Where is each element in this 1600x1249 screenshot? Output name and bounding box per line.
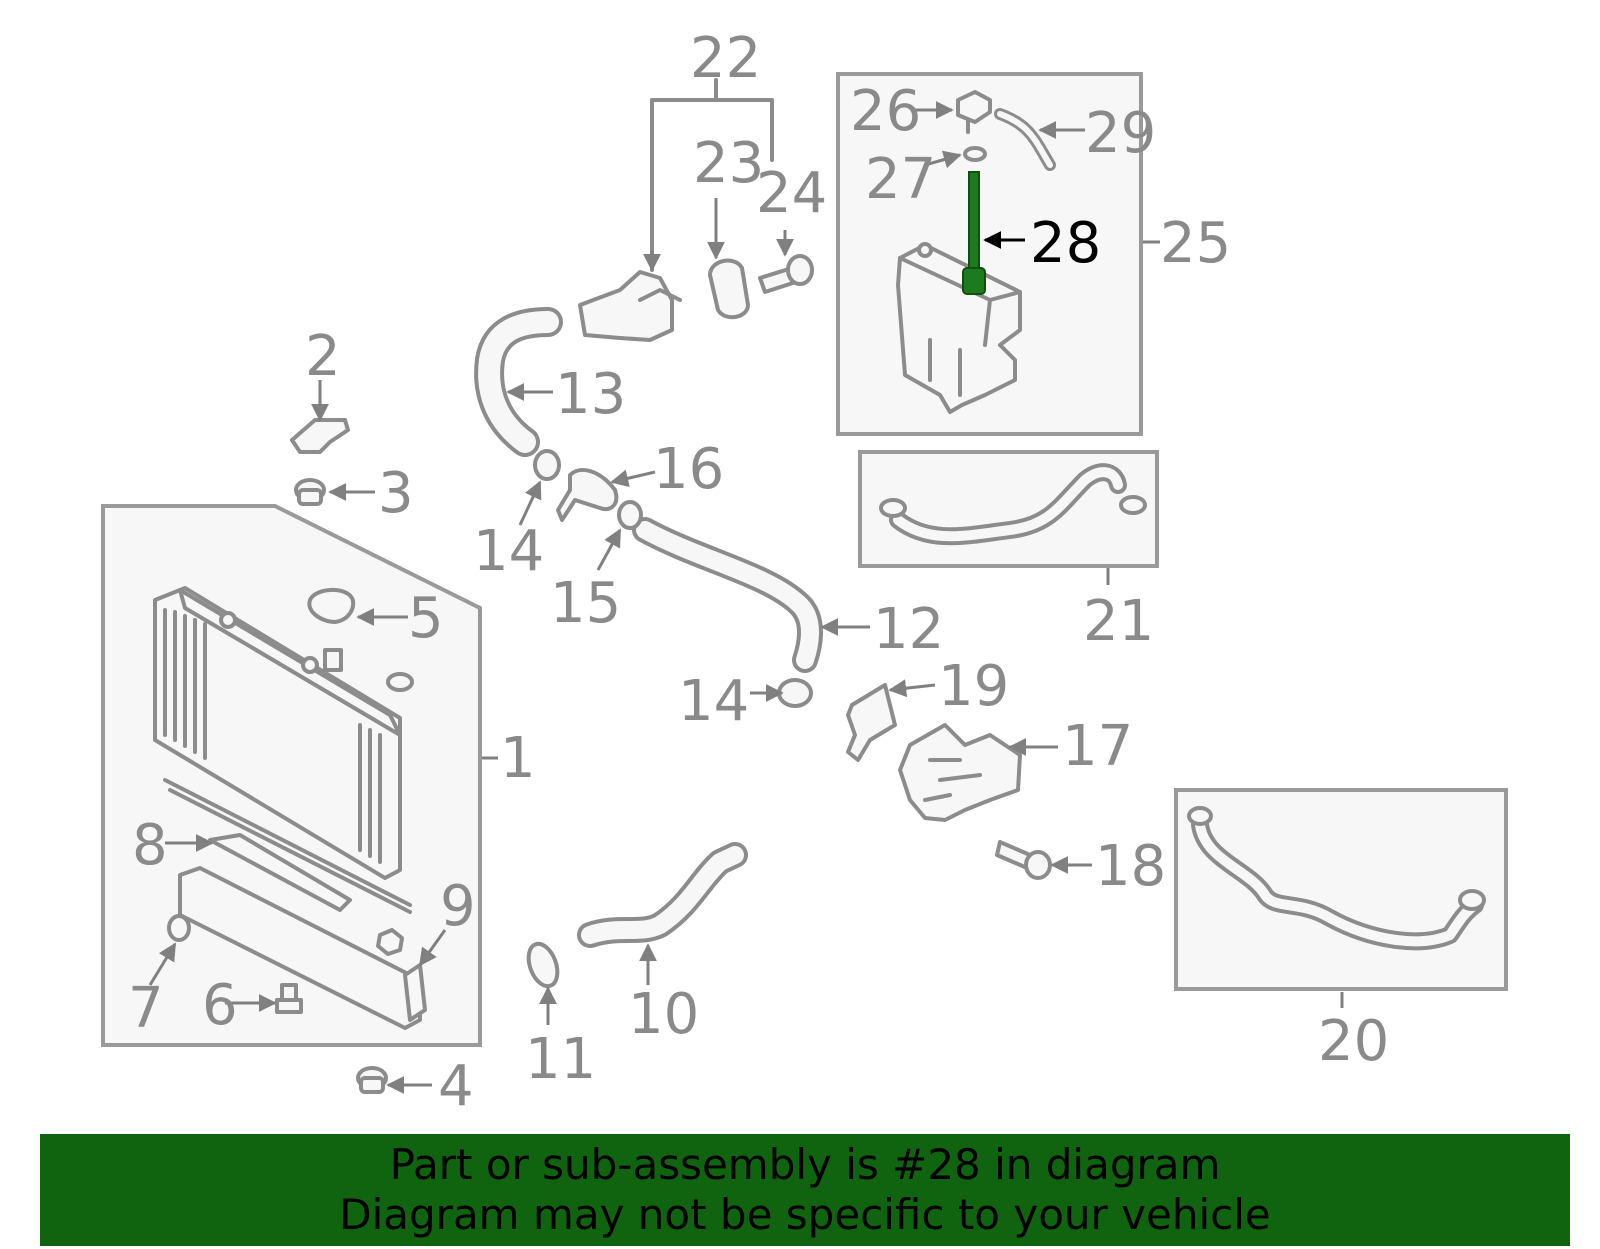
clamp-21-left xyxy=(879,498,907,518)
callout-14-upper: 14 xyxy=(473,519,544,584)
bolt-24 xyxy=(758,254,814,294)
part-7-o-ring xyxy=(167,914,191,942)
callout-5: 5 xyxy=(408,586,444,651)
callout-1: 1 xyxy=(500,726,536,791)
clamp-11 xyxy=(526,941,560,989)
callout-28-highlighted: 28 xyxy=(1030,211,1101,276)
callout-13: 13 xyxy=(555,362,626,427)
banner-line-1: Part or sub-assembly is #28 in diagram xyxy=(389,1140,1221,1189)
callout-16: 16 xyxy=(653,437,724,502)
callout-2: 2 xyxy=(305,324,341,389)
callout-15: 15 xyxy=(550,571,621,636)
cap-26 xyxy=(956,90,992,124)
thermostat-housing-17 xyxy=(898,723,1022,822)
callout-22: 22 xyxy=(690,26,761,91)
o-ring-27 xyxy=(963,146,987,162)
radiator-nut xyxy=(376,928,404,956)
pipe-16 xyxy=(556,468,619,522)
callout-25: 25 xyxy=(1160,211,1231,276)
callout-6: 6 xyxy=(202,973,238,1038)
callout-26: 26 xyxy=(850,79,921,144)
level-tube-28-highlighted xyxy=(962,171,986,295)
callout-7: 7 xyxy=(128,976,164,1041)
callout-9: 9 xyxy=(440,874,476,939)
callout-23: 23 xyxy=(693,131,764,196)
part-6-drain-plug xyxy=(275,983,303,1014)
banner-line-2: Diagram may not be specific to your vehi… xyxy=(339,1190,1271,1239)
clamp-20-right xyxy=(1458,889,1486,911)
part-5-cap xyxy=(307,588,356,624)
gasket-23 xyxy=(708,258,750,320)
callout-29: 29 xyxy=(1085,101,1156,166)
bracket-22 xyxy=(650,78,774,272)
callout-12: 12 xyxy=(873,597,944,662)
callout-21: 21 xyxy=(1083,589,1154,654)
radiator xyxy=(153,586,412,914)
part-2-bracket xyxy=(290,418,350,454)
gasket-19 xyxy=(846,683,897,762)
callout-27: 27 xyxy=(865,147,936,212)
clamp-14-lower xyxy=(777,678,813,708)
callout-14-lower: 14 xyxy=(678,669,749,734)
callout-24: 24 xyxy=(756,161,827,226)
info-banner: Part or sub-assembly is #28 in diagram D… xyxy=(40,1134,1570,1246)
part-8-strip xyxy=(208,833,352,912)
part-5b-seal xyxy=(386,672,414,692)
hose-20-group-box xyxy=(1174,788,1508,991)
callout-4: 4 xyxy=(438,1054,474,1119)
bolt-18 xyxy=(995,840,1052,880)
part-3-grommet xyxy=(294,478,326,506)
water-outlet-22 xyxy=(578,270,674,342)
callout-3: 3 xyxy=(378,461,414,526)
clamp-21-right xyxy=(1119,495,1147,515)
callout-8: 8 xyxy=(132,813,168,878)
callout-20: 20 xyxy=(1318,1009,1389,1074)
callout-19: 19 xyxy=(938,654,1009,719)
part-4-grommet xyxy=(356,1066,388,1094)
clamp-14-upper xyxy=(533,449,561,481)
callout-17: 17 xyxy=(1062,714,1133,779)
leader-arrows xyxy=(148,101,1344,1094)
clamp-20-left xyxy=(1187,806,1213,826)
reservoir-tank-25 xyxy=(896,242,1022,414)
clamp-15 xyxy=(617,500,643,530)
callout-11: 11 xyxy=(525,1027,596,1092)
callout-18: 18 xyxy=(1095,834,1166,899)
callout-10: 10 xyxy=(628,982,699,1047)
